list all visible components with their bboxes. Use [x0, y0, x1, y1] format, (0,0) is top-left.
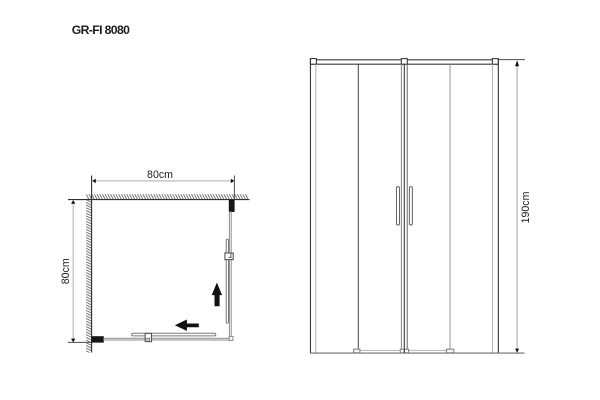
svg-text:GR-FI 8080: GR-FI 8080 [72, 23, 130, 37]
svg-text:80cm: 80cm [60, 258, 72, 284]
svg-text:80cm: 80cm [147, 169, 173, 181]
svg-text:190cm: 190cm [520, 191, 532, 223]
